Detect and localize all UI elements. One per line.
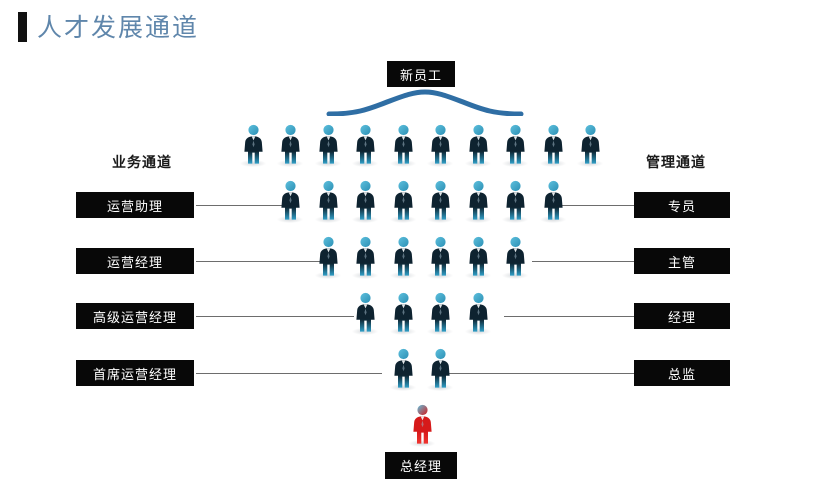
connector-right-4 (448, 373, 634, 374)
chip-left-chief-operations-manager[interactable]: 首席运营经理 (76, 360, 194, 386)
person-figure[interactable] (503, 180, 528, 221)
person-figure[interactable] (428, 348, 453, 389)
person-figure[interactable] (391, 180, 416, 221)
person-figure[interactable] (316, 236, 341, 277)
title-accent-bar (18, 12, 27, 42)
person-figure[interactable] (353, 236, 378, 277)
connector-left-2 (196, 261, 326, 262)
person-figure[interactable] (316, 180, 341, 221)
chip-left-senior-operations-manager[interactable]: 高级运营经理 (76, 303, 194, 329)
person-figure[interactable] (428, 124, 453, 165)
person-figure[interactable] (541, 180, 566, 221)
person-figure[interactable] (391, 348, 416, 389)
person-figure[interactable] (466, 236, 491, 277)
connector-left-3 (196, 316, 354, 317)
person-figure[interactable] (241, 124, 266, 165)
person-figure[interactable] (353, 124, 378, 165)
connector-right-3 (504, 316, 634, 317)
chip-right-specialist[interactable]: 专员 (634, 192, 730, 218)
chip-left-operations-assistant[interactable]: 运营助理 (76, 192, 194, 218)
left-column-header: 业务通道 (112, 155, 172, 171)
person-figure[interactable] (353, 180, 378, 221)
chip-new-employee[interactable]: 新员工 (387, 61, 455, 87)
right-column-header: 管理通道 (646, 155, 706, 171)
person-figure[interactable] (353, 292, 378, 333)
connector-right-2 (532, 261, 634, 262)
person-figure[interactable] (428, 236, 453, 277)
person-figure[interactable] (391, 292, 416, 333)
general-manager-figure[interactable] (410, 404, 435, 445)
chip-left-operations-manager[interactable]: 运营经理 (76, 248, 194, 274)
person-figure[interactable] (391, 236, 416, 277)
chip-right-manager[interactable]: 经理 (634, 303, 730, 329)
person-figure[interactable] (391, 124, 416, 165)
page-title-text: 人才发展通道 (37, 12, 200, 42)
person-figure[interactable] (316, 124, 341, 165)
connector-left-1 (196, 205, 298, 206)
chip-general-manager[interactable]: 总经理 (385, 452, 457, 479)
person-figure[interactable] (278, 180, 303, 221)
connector-right-1 (560, 205, 634, 206)
chip-right-director[interactable]: 总监 (634, 360, 730, 386)
brace-icon (326, 89, 524, 116)
person-figure[interactable] (503, 124, 528, 165)
person-figure[interactable] (278, 124, 303, 165)
person-figure[interactable] (466, 180, 491, 221)
connector-left-4 (196, 373, 382, 374)
person-figure[interactable] (578, 124, 603, 165)
person-figure[interactable] (541, 124, 566, 165)
person-figure[interactable] (503, 236, 528, 277)
person-figure[interactable] (466, 124, 491, 165)
chip-right-supervisor[interactable]: 主管 (634, 248, 730, 274)
page-title: 人才发展通道 (18, 12, 199, 42)
person-figure[interactable] (428, 180, 453, 221)
person-figure[interactable] (428, 292, 453, 333)
person-figure[interactable] (466, 292, 491, 333)
